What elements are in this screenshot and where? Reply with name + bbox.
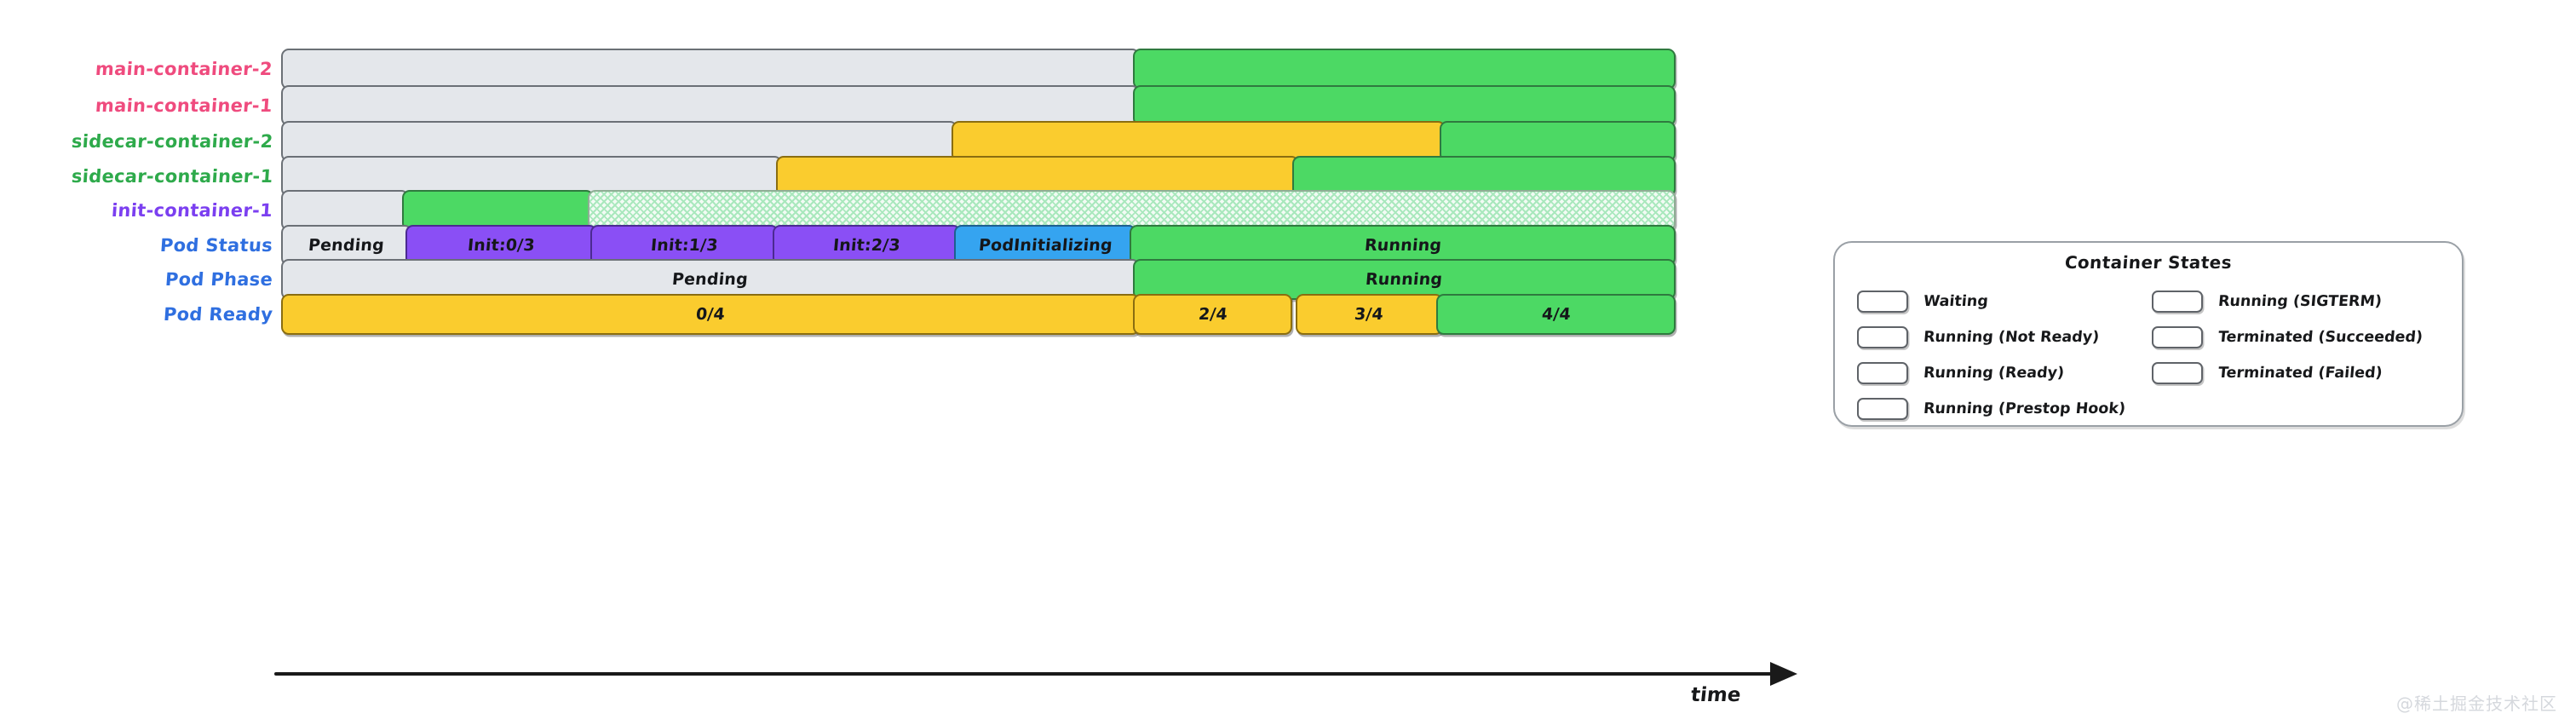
timeline-segment[interactable] xyxy=(1439,121,1676,162)
legend-label: Terminated (Succeeded) xyxy=(2217,328,2424,346)
timeline-track xyxy=(0,190,1789,231)
time-axis-label: time xyxy=(1689,684,1742,706)
segment-label: Pending xyxy=(671,270,750,289)
time-axis-arrow-icon xyxy=(1770,662,1797,686)
timeline-segment[interactable] xyxy=(1133,85,1676,126)
segment-label: Init:1/3 xyxy=(650,236,720,255)
legend-item[interactable]: Terminated (Failed) xyxy=(2152,355,2423,390)
legend-label: Waiting xyxy=(1923,292,1989,310)
timeline-segment[interactable] xyxy=(281,85,1140,126)
time-axis-line xyxy=(274,672,1774,676)
legend-label: Running (Ready) xyxy=(1923,364,2065,382)
timeline-segment[interactable] xyxy=(587,190,1676,231)
segment-label: Running xyxy=(1363,236,1442,255)
timeline-segment[interactable]: 0/4 xyxy=(281,294,1140,335)
timeline-segment[interactable]: 4/4 xyxy=(1436,294,1676,335)
timeline-track xyxy=(0,85,1789,126)
legend-item[interactable]: Running (Not Ready) xyxy=(1857,319,2125,354)
timeline-track xyxy=(0,49,1789,89)
segment-label: 4/4 xyxy=(1540,305,1572,324)
timeline-segment[interactable] xyxy=(1133,49,1676,89)
legend-swatch-sigterm xyxy=(2152,290,2203,313)
timeline-segment[interactable]: 2/4 xyxy=(1133,294,1293,335)
legend-swatch-waiting xyxy=(1857,290,1908,313)
segment-label: Pending xyxy=(308,236,386,255)
legend-column-right: Running (SIGTERM) Terminated (Succeeded) T… xyxy=(2152,284,2424,391)
timeline-track: 0/4 2/4 3/4 4/4 xyxy=(0,294,1789,335)
timeline-track xyxy=(0,121,1789,162)
legend-swatch-ready xyxy=(1857,361,1908,384)
segment-label: Running xyxy=(1365,270,1444,289)
timeline-segment[interactable]: Pending xyxy=(281,259,1140,300)
legend-swatch-succeeded xyxy=(2152,325,2203,348)
legend-swatch-failed xyxy=(2152,361,2203,384)
legend-label: Running (SIGTERM) xyxy=(2217,292,2383,310)
legend-label: Running (Not Ready) xyxy=(1923,328,2101,346)
watermark: @稀土掘金技术社区 xyxy=(2396,693,2557,714)
legend-item[interactable]: Running (SIGTERM) xyxy=(2152,284,2423,319)
legend-item[interactable]: Waiting xyxy=(1857,284,2125,319)
timeline-track: Pending Running xyxy=(0,259,1789,300)
legend-item[interactable]: Running (Ready) xyxy=(1857,355,2125,390)
legend-label: Terminated (Failed) xyxy=(2217,364,2383,382)
legend-swatch-prestop xyxy=(1857,397,1908,420)
segment-label: 3/4 xyxy=(1354,305,1385,324)
segment-label: Init:0/3 xyxy=(467,236,536,255)
legend-swatch-notready xyxy=(1857,325,1908,348)
segment-label: Init:2/3 xyxy=(832,236,901,255)
timeline-segment[interactable]: 3/4 xyxy=(1296,294,1443,335)
segment-label: 0/4 xyxy=(694,305,726,324)
legend-label: Running (Prestop Hook) xyxy=(1923,400,2126,417)
legend-item[interactable]: Running (Prestop Hook) xyxy=(1857,391,2126,426)
legend-item[interactable]: Terminated (Succeeded) xyxy=(2152,319,2424,354)
segment-label: 2/4 xyxy=(1197,305,1228,324)
legend-title: Container States xyxy=(2064,252,2233,273)
segment-label: PodInitializing xyxy=(977,236,1113,255)
timeline-segment[interactable] xyxy=(281,49,1140,89)
